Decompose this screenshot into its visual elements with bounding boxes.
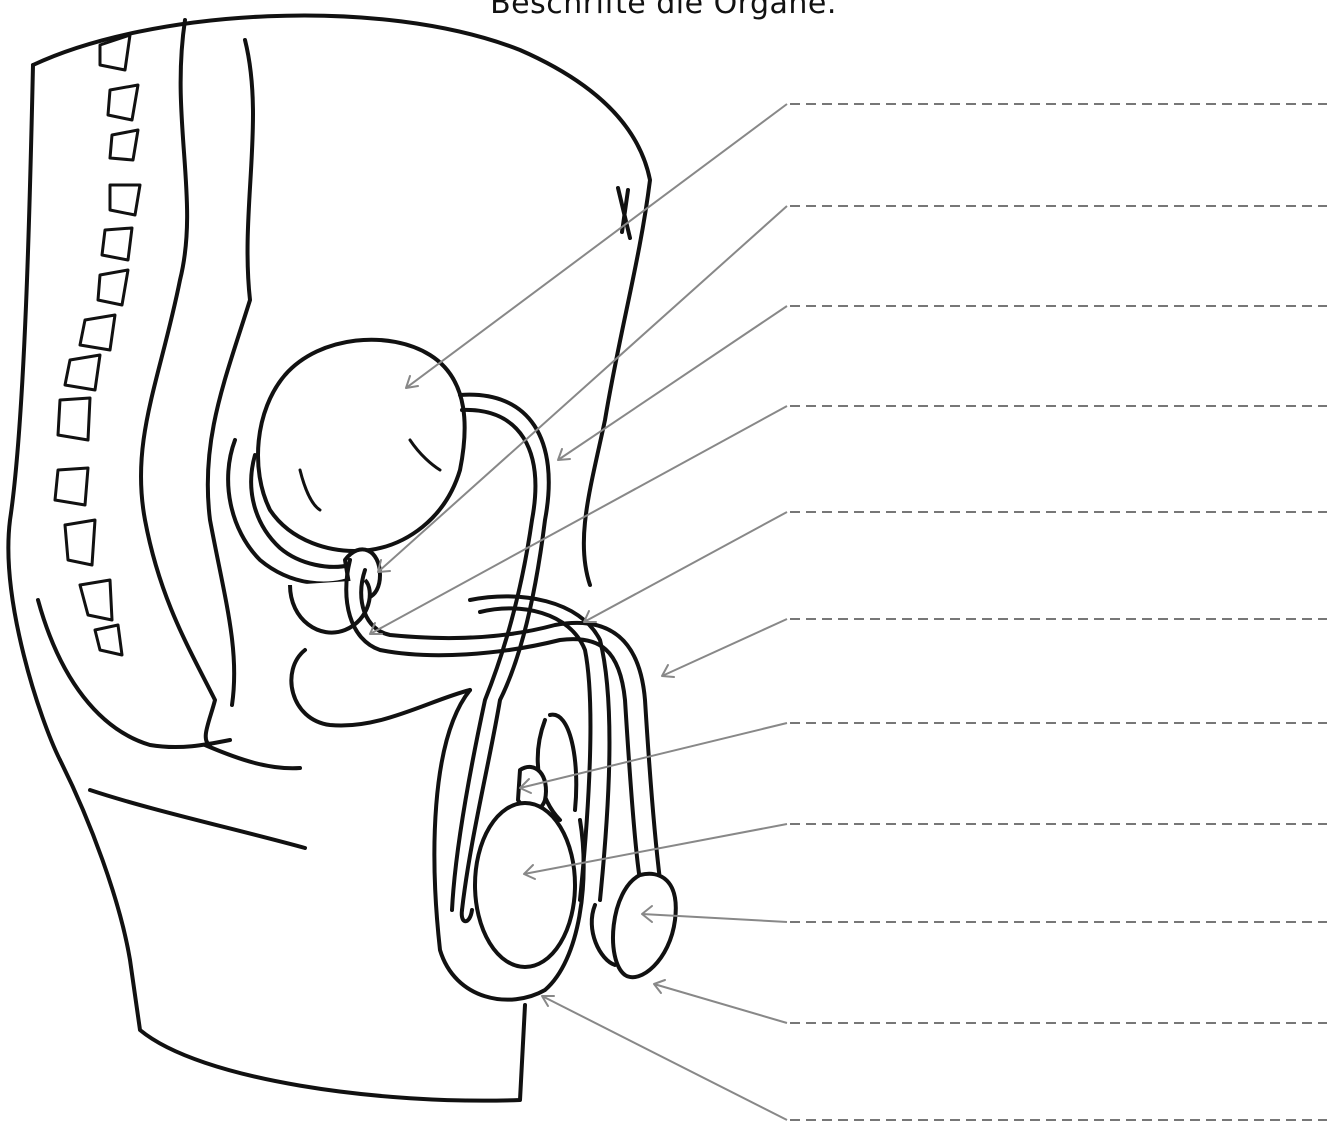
- pointer-arrow-10: [654, 980, 787, 1023]
- bladder: [258, 340, 465, 551]
- pointer-arrow-6: [662, 619, 787, 677]
- leg: [90, 745, 305, 848]
- pointer-arrow-11: [542, 996, 787, 1120]
- pointer-arrow-5: [584, 512, 787, 622]
- answer-lines: [790, 104, 1327, 1120]
- spine: [38, 20, 253, 747]
- pointer-arrow-3: [558, 306, 787, 460]
- pointer-arrows: [370, 104, 787, 1120]
- pointer-arrow-7: [520, 723, 787, 793]
